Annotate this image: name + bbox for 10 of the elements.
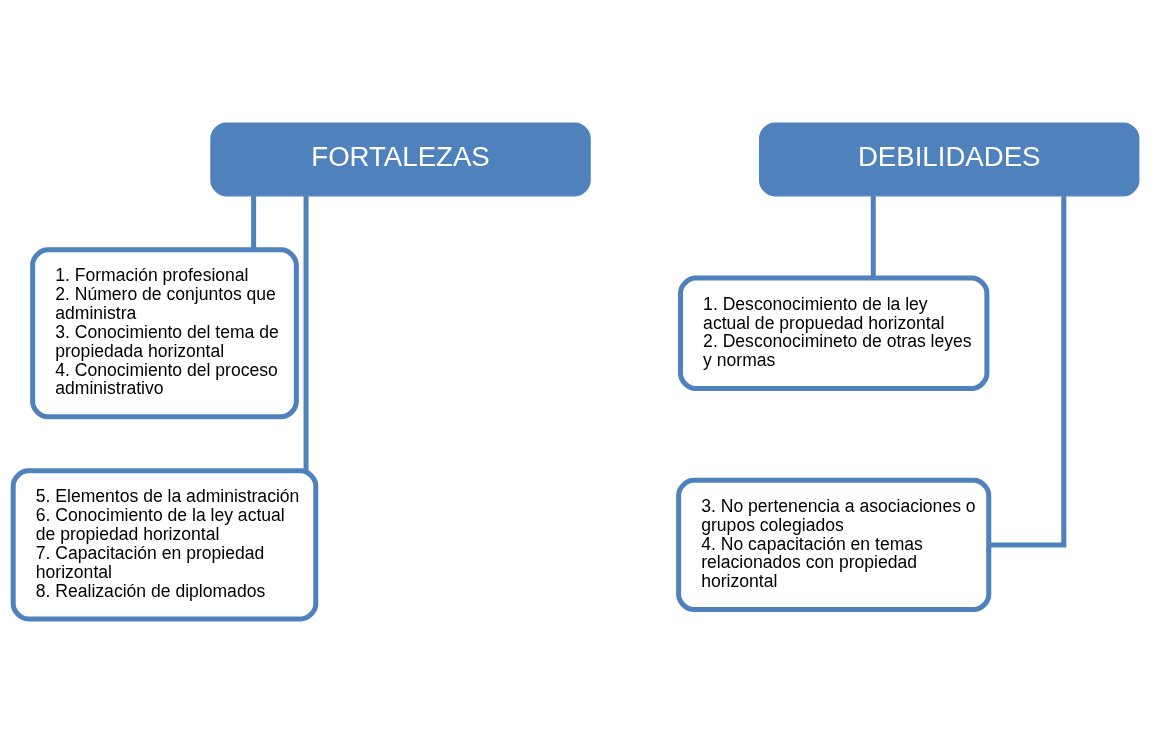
node-box: 1. Formación profesional 2. Número de conjuntos que administra 3. Conocimiento del tema de propiedada horizontal 4. Conocimiento del proceso administrativo xyxy=(30,247,299,420)
node-box: 3. No pertenencia a asociaciones o grupos colegiados 4. No capacitación en temas relacionados con propiedad horizontal xyxy=(676,477,992,613)
connector xyxy=(251,195,257,250)
connector xyxy=(870,195,876,279)
node-box: 1. Desconocimiento de la ley actual de propuedad horizontal 2. Desconocimineto de otras leyes y normas xyxy=(678,275,990,392)
node-box: DEBILIDADES xyxy=(759,122,1140,197)
node-box: FORTALEZAS xyxy=(210,122,591,197)
connector xyxy=(303,196,309,471)
connector xyxy=(988,196,1067,548)
node-box: 5. Elementos de la administración 6. Conocimiento de la ley actual de propiedad horizontal 7. Capacitación en propiedad horizontal 8. Realización de diplomados xyxy=(10,468,319,622)
